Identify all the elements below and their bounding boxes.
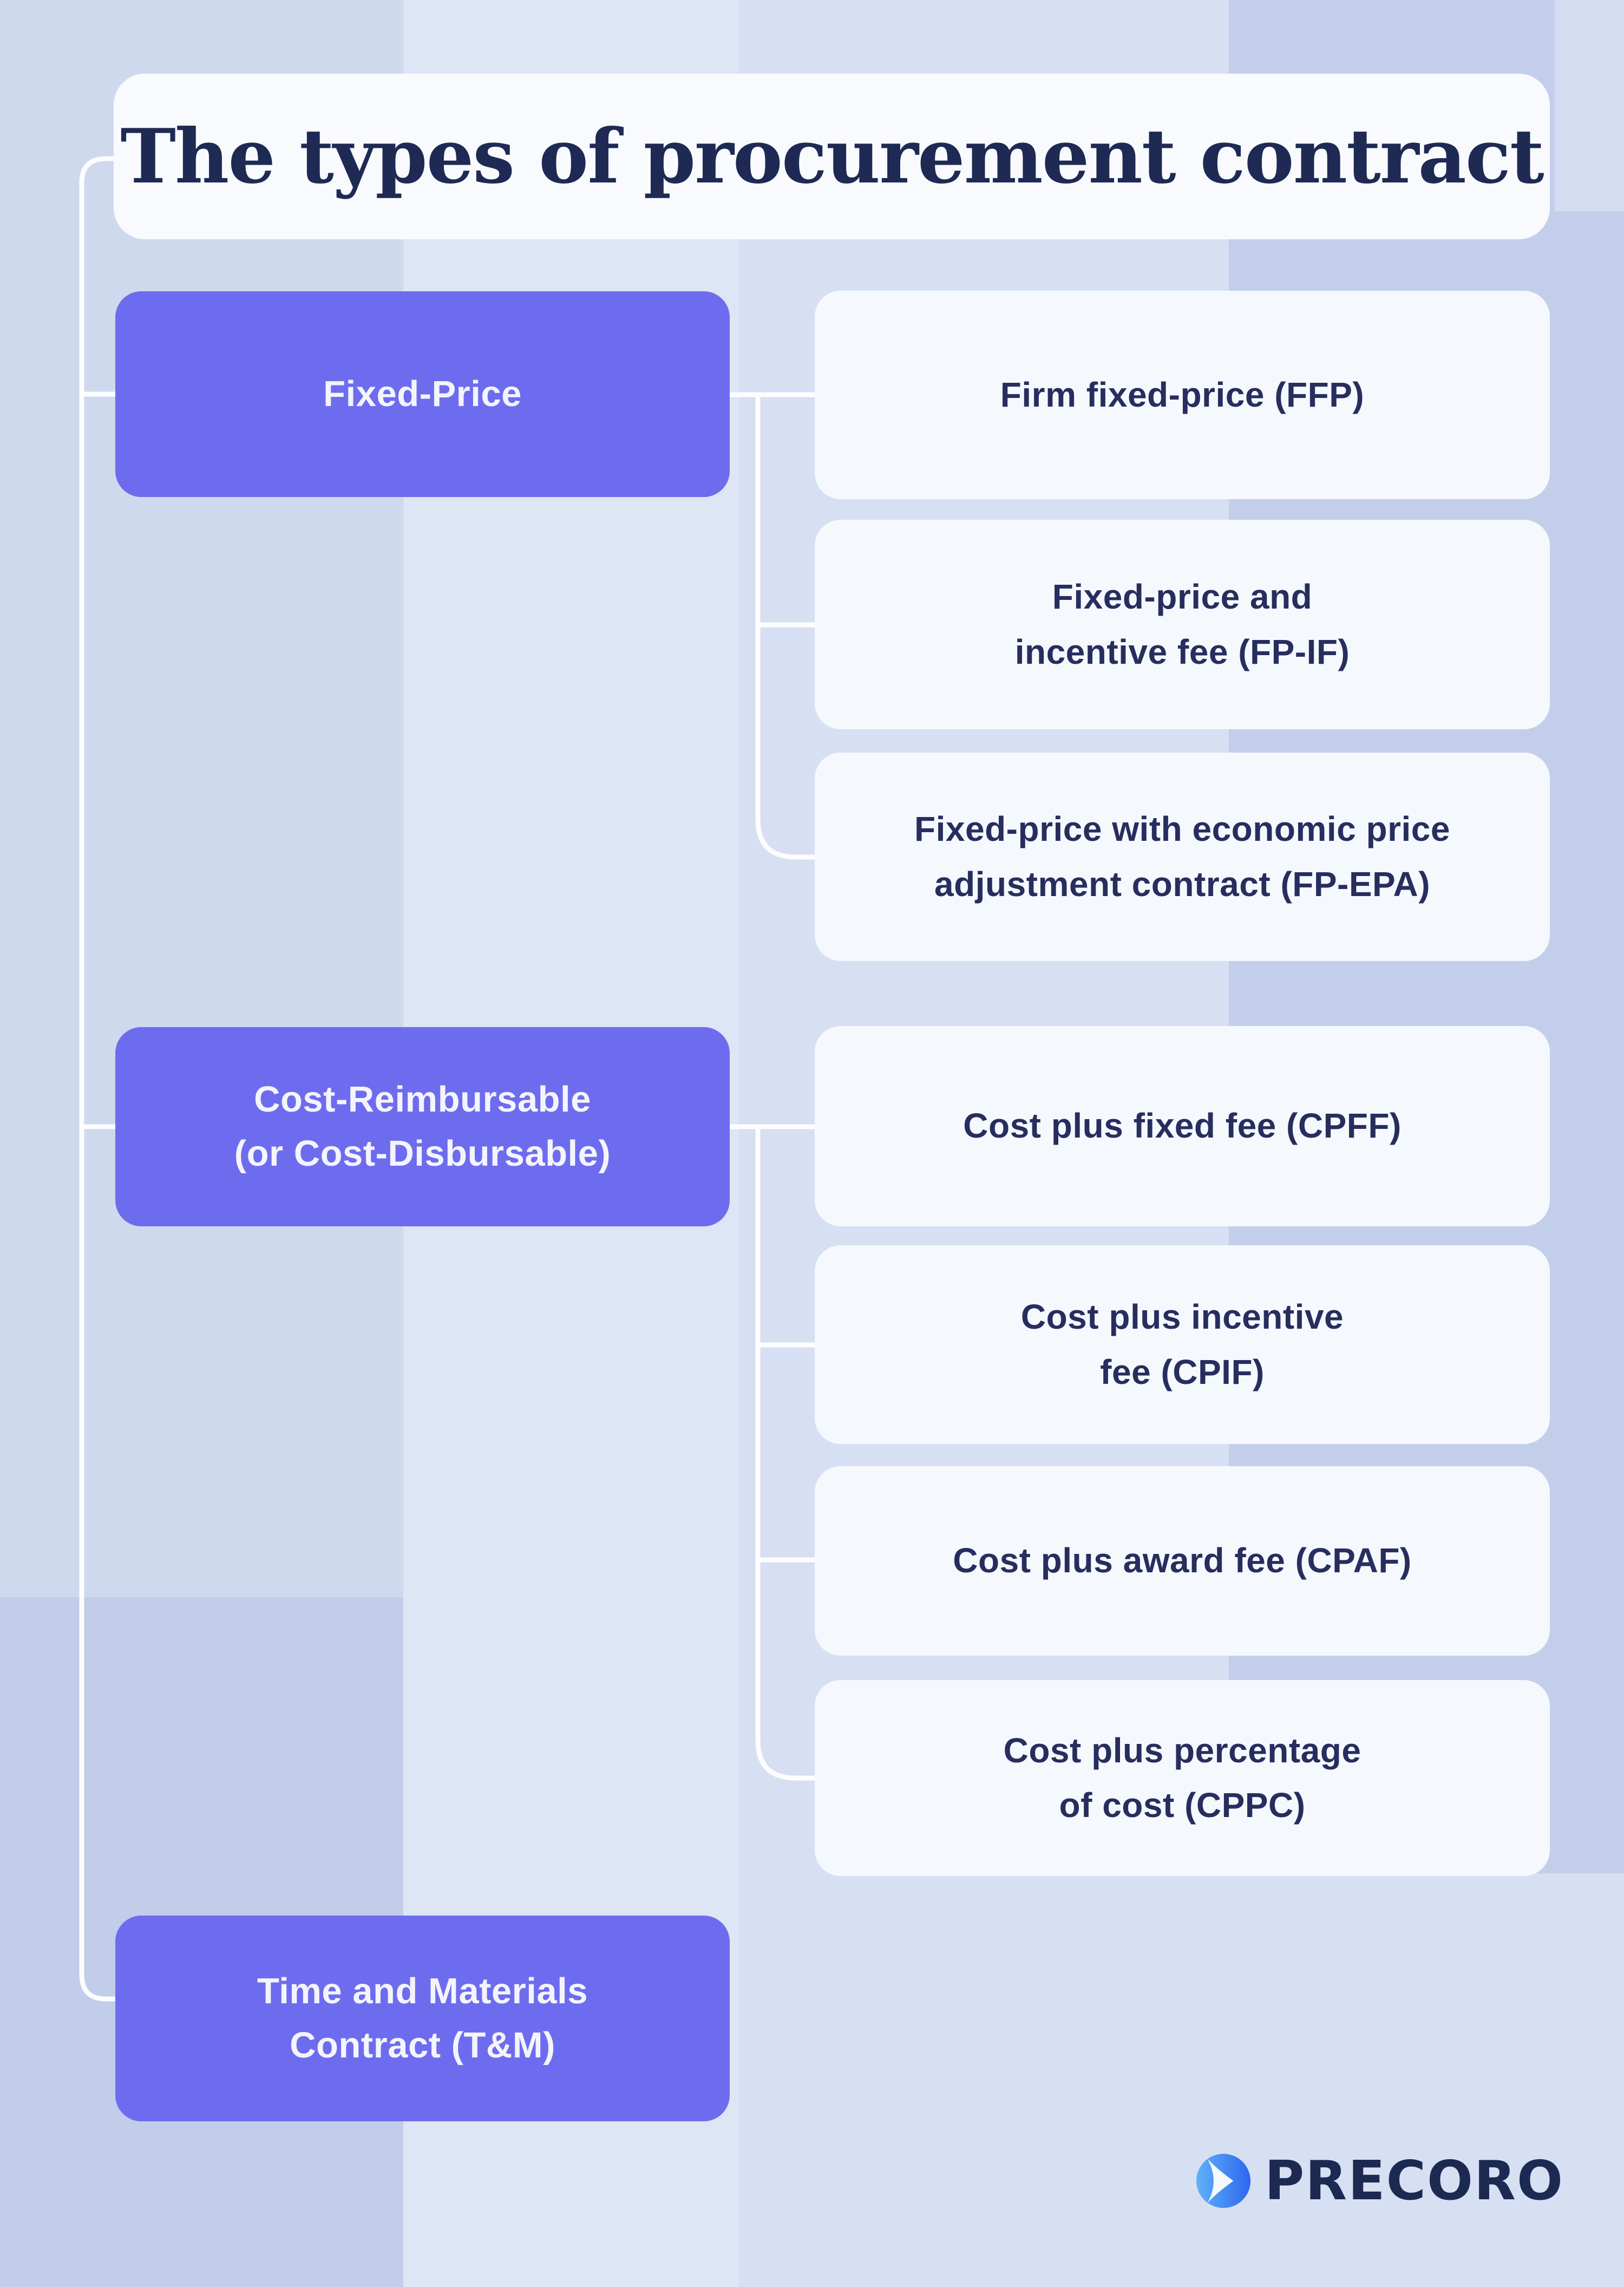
spine-cost (755, 1124, 817, 1781)
type-node-cpaf: Cost plus award fee (CPAF) (815, 1466, 1550, 1656)
type-label-line2: fee (CPIF) (1100, 1352, 1265, 1391)
type-node-cpff: Cost plus fixed fee (CPFF) (815, 1026, 1550, 1226)
type-label-line2: adjustment contract (FP-EPA) (934, 864, 1430, 904)
type-label: Fixed-price and (1052, 577, 1313, 617)
type-label: Cost plus percentage (1003, 1730, 1361, 1770)
category-label: Time and Materials (257, 1970, 588, 2011)
category-label-line2: Contract (T&M) (290, 2025, 555, 2066)
type-node-fp-epa: Fixed-price with economic price adjustme… (815, 753, 1550, 961)
category-label: Fixed-Price (323, 373, 522, 414)
title-card: The types of procurement contract (114, 74, 1550, 239)
bg-tile-left-top (0, 0, 403, 1597)
category-label: Cost-Reimbursable (254, 1079, 591, 1120)
trunk-line (79, 156, 118, 2002)
type-node-fp-if: Fixed-price and incentive fee (FP-IF) (815, 520, 1550, 729)
category-node-time-and-materials: Time and Materials Contract (T&M) (115, 1916, 730, 2121)
type-label: Cost plus incentive (1020, 1297, 1344, 1337)
type-label-line2: of cost (CPPC) (1059, 1786, 1306, 1825)
type-label: Cost plus award fee (CPAF) (953, 1541, 1412, 1580)
precoro-orb-icon (1196, 2154, 1250, 2208)
bg-tile-corner-light (1555, 0, 1624, 211)
type-label-line2: incentive fee (FP-IF) (1014, 632, 1350, 671)
type-node-cppc: Cost plus percentage of cost (CPPC) (815, 1680, 1550, 1876)
spine-fixed (755, 392, 817, 860)
page-title: The types of procurement contract (120, 112, 1544, 200)
type-label: Fixed-price with economic price (914, 809, 1450, 849)
category-label-line2: (or Cost-Disbursable) (234, 1133, 611, 1174)
category-node-fixed-price: Fixed-Price (115, 291, 730, 497)
precoro-logo: PRECORO (1196, 2154, 1564, 2208)
type-node-cpif: Cost plus incentive fee (CPIF) (815, 1245, 1550, 1444)
type-label: Firm fixed-price (FFP) (1000, 375, 1365, 414)
type-label: Cost plus fixed fee (CPFF) (963, 1106, 1402, 1146)
precoro-wordmark: PRECORO (1265, 2149, 1564, 2212)
category-node-cost-reimbursable: Cost-Reimbursable (or Cost-Disbursable) (115, 1027, 730, 1226)
type-node-ffp: Firm fixed-price (FFP) (815, 291, 1550, 499)
